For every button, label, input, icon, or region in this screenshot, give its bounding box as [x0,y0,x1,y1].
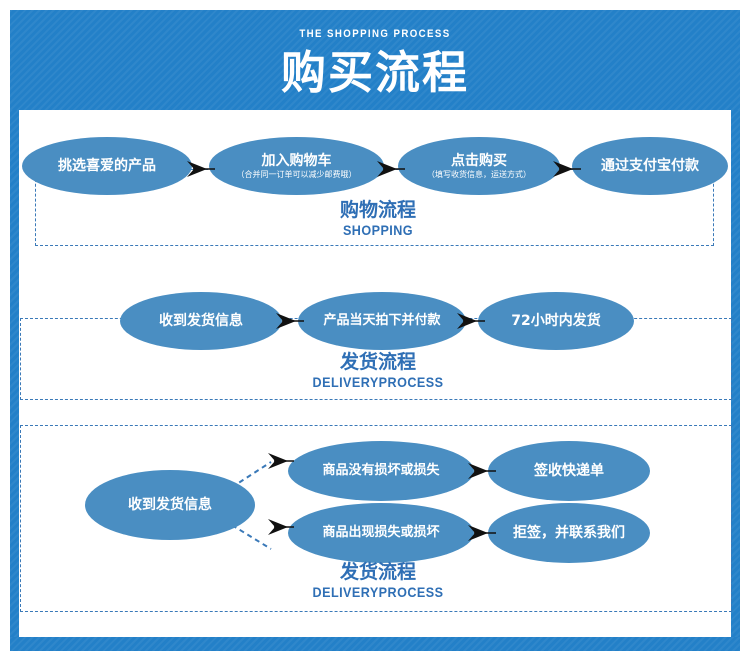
caption-receiving: 发货流程 DELIVERYPROCESS [288,561,468,601]
node-receiving-result-reject[interactable]: 拒签，并联系我们 [488,503,650,563]
caption-english: SHOPPING [342,221,414,238]
node-subtitle: （填写收货信息，运送方式） [427,169,531,179]
node-title: 拒签，并联系我们 [513,524,625,541]
node-delivery-3[interactable]: 72小时内发货 [478,292,634,350]
arrow-delivery-2-3 [457,313,485,329]
node-title: 点击购买 [451,152,507,169]
caption-delivery: 发货流程 DELIVERYPROCESS [288,351,468,391]
node-shopping-3[interactable]: 点击购买 （填写收货信息，运送方式） [398,137,560,195]
node-title: 收到发货信息 [128,496,212,513]
node-title: 通过支付宝付款 [601,157,699,174]
node-title: 挑选喜爱的产品 [58,157,156,174]
node-title: 商品出现损失或损坏 [322,524,440,540]
arrow-receiving-ok [468,463,496,479]
arrow-delivery-1-2 [276,313,304,329]
header-english-title: THE SHOPPING PROCESS [299,28,451,40]
node-title: 签收快递单 [534,462,604,479]
node-shopping-1[interactable]: 挑选喜爱的产品 [22,137,192,195]
node-shopping-4[interactable]: 通过支付宝付款 [572,137,728,195]
section-receiving-box [20,425,732,612]
frame-left-edge [10,110,19,637]
frame-bottom-edge [10,637,740,651]
caption-english: DELIVERYPROCESS [312,583,444,600]
header-chinese-title: 购买流程 [280,46,469,99]
caption-chinese: 发货流程 [339,561,416,583]
caption-chinese: 购物流程 [339,199,416,221]
node-title: 商品没有损坏或损失 [322,462,440,478]
arrow-receiving-damaged [468,525,496,541]
node-receiving-start[interactable]: 收到发货信息 [85,470,255,540]
node-title: 加入购物车 [261,152,332,169]
arrow-shopping-2-3 [377,161,405,177]
node-receiving-condition-damaged[interactable]: 商品出现损失或损坏 [288,503,474,563]
arrow-branch-upper [268,453,294,469]
node-receiving-condition-ok[interactable]: 商品没有损坏或损失 [288,441,474,501]
node-title: 收到发货信息 [159,312,243,329]
node-delivery-1[interactable]: 收到发货信息 [120,292,282,350]
node-title: 产品当天拍下并付款 [323,312,441,328]
frame-right-edge [731,110,740,637]
node-subtitle: （合并同一订单可以减少邮费哦） [236,169,357,179]
arrow-branch-lower [268,519,294,535]
node-title: 72小时内发货 [511,312,601,329]
node-receiving-result-sign[interactable]: 签收快递单 [488,441,650,501]
header-banner [10,10,740,110]
node-delivery-2[interactable]: 产品当天拍下并付款 [298,292,466,350]
caption-chinese: 发货流程 [339,351,416,373]
caption-english: DELIVERYPROCESS [312,373,444,390]
arrow-shopping-3-4 [553,161,581,177]
caption-shopping: 购物流程 SHOPPING [288,199,468,239]
arrow-shopping-1-2 [187,161,215,177]
node-shopping-2[interactable]: 加入购物车 （合并同一订单可以减少邮费哦） [209,137,384,195]
